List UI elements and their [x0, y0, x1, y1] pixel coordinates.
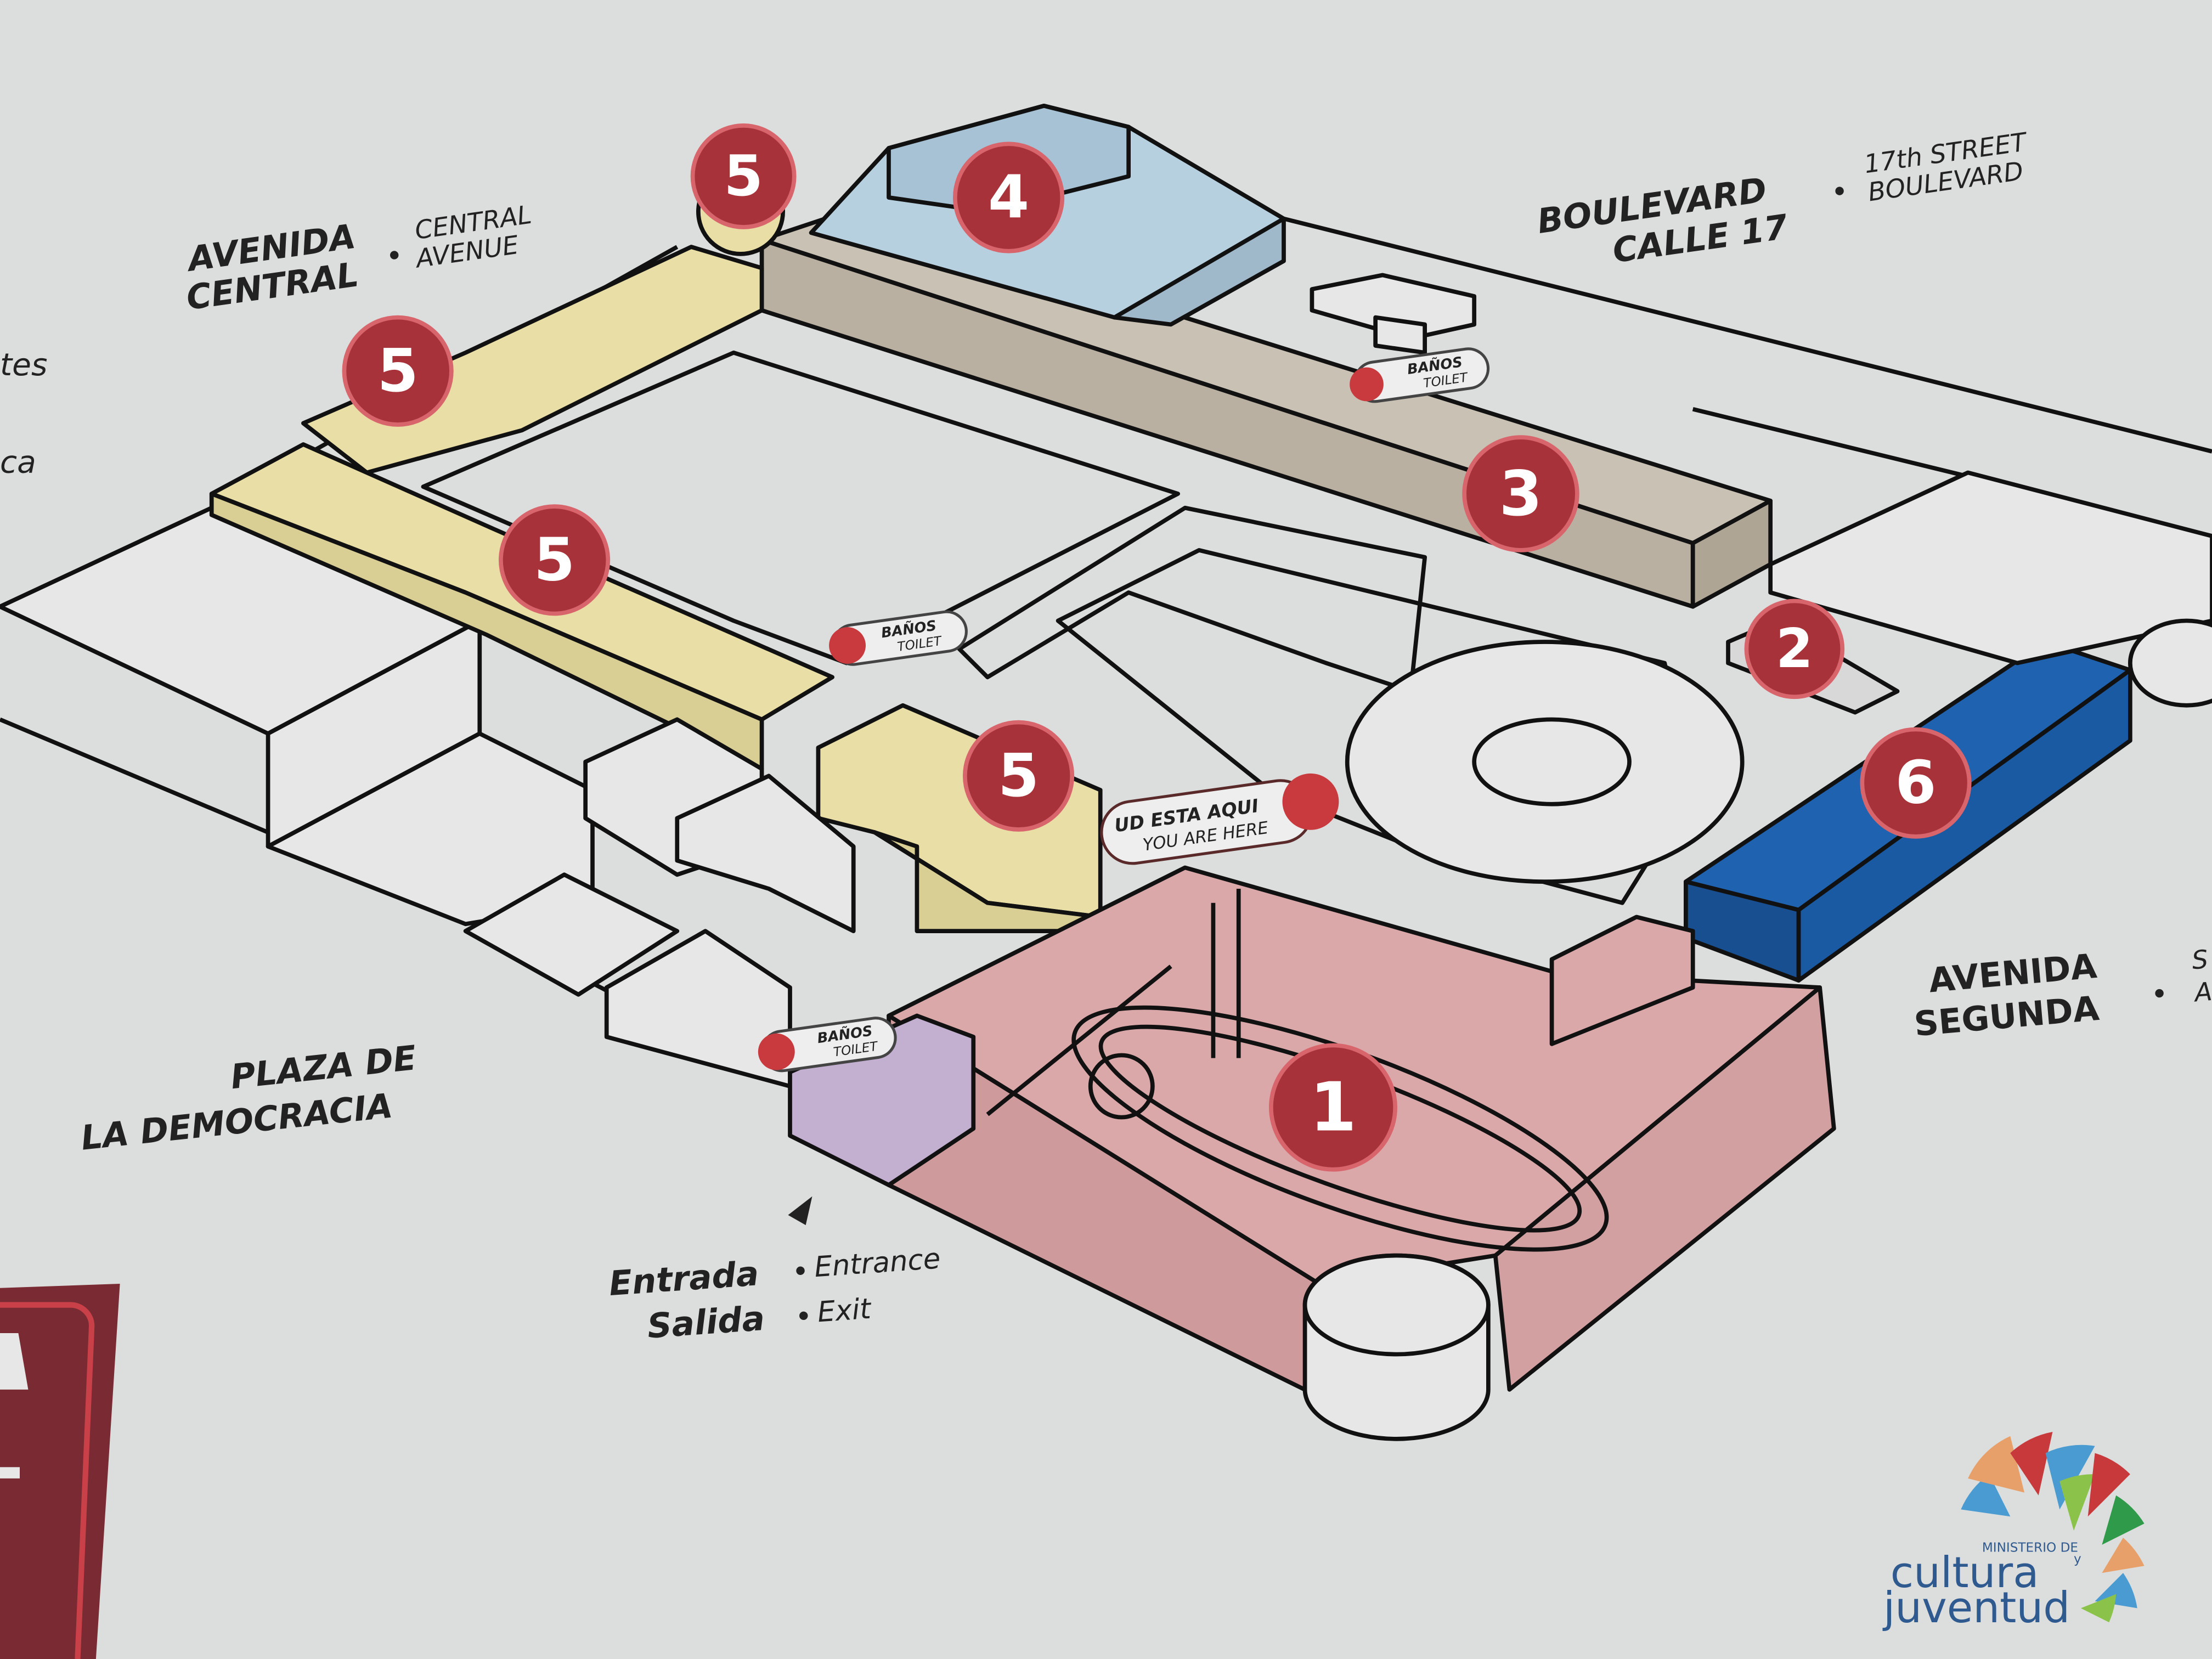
- zone-number: 5: [998, 742, 1039, 810]
- svg-text:y: y: [2074, 1552, 2081, 1566]
- zone-number: 2: [1776, 618, 1813, 680]
- zone-marker-3[interactable]: 3: [1462, 435, 1579, 552]
- zone-number: 4: [988, 163, 1029, 232]
- zone-number: 5: [534, 526, 575, 594]
- zone-marker-5b[interactable]: 5: [342, 315, 454, 427]
- edge-text-fragment: ca: [0, 444, 36, 480]
- tower-cylinder: [1302, 1253, 1491, 1441]
- zone-marker-1[interactable]: 1: [1269, 1043, 1397, 1172]
- you-are-here-marker[interactable]: UD ESTA AQUI YOU ARE HERE: [1097, 770, 1344, 867]
- red-banner: [0, 1284, 120, 1659]
- small-building: [1310, 273, 1476, 355]
- zone-marker-6[interactable]: 6: [1860, 727, 1972, 839]
- toilet-marker-bottom[interactable]: BAÑOS TOILET: [755, 1015, 898, 1074]
- roundabout: [1345, 640, 1745, 884]
- right-blocks: [1768, 470, 2212, 708]
- svg-text:juventud: juventud: [1882, 1583, 2070, 1633]
- svg-text:Exit: Exit: [816, 1293, 873, 1329]
- entrance-arrow-icon: [788, 1196, 812, 1226]
- svg-text:S: S: [2191, 944, 2209, 975]
- zone-marker-2[interactable]: 2: [1744, 599, 1845, 699]
- zone-5-building: [209, 167, 1103, 934]
- edge-text-fragment: tes: [0, 347, 47, 383]
- svg-text:cultura: cultura: [1891, 1548, 2039, 1598]
- zone-number: 6: [1895, 749, 1936, 817]
- zone-number: 5: [724, 144, 763, 209]
- zone-number: 3: [1499, 458, 1543, 530]
- zone-marker-5c[interactable]: 5: [499, 504, 611, 616]
- zone-number: 5: [377, 337, 419, 405]
- zone-marker-5d[interactable]: 5: [963, 720, 1075, 832]
- street-label-avenida-segunda: AVENIDA SEGUNDA S A: [1912, 944, 2212, 1044]
- left-blocks: [0, 505, 792, 1088]
- svg-text:Salida: Salida: [646, 1299, 766, 1346]
- ministry-logo: MINISTERIO DE cultura y juventud: [1882, 1432, 2145, 1633]
- zone-number: 1: [1310, 1068, 1357, 1147]
- zone-marker-5a[interactable]: 5: [690, 123, 797, 229]
- zone-marker-4[interactable]: 4: [953, 142, 1065, 253]
- svg-text:MINISTERIO DE: MINISTERIO DE: [1982, 1541, 2078, 1555]
- svg-text:A: A: [2192, 977, 2212, 1008]
- toilet-marker-top[interactable]: BAÑOS TOILET: [1347, 346, 1491, 405]
- street-label-boulevard-calle-17: BOULEVARD CALLE 17 17th STREET BOULEVARD: [1535, 127, 2030, 270]
- toilet-marker-middle[interactable]: BAÑOS TOILET: [826, 609, 969, 667]
- center-blocks: [583, 717, 856, 934]
